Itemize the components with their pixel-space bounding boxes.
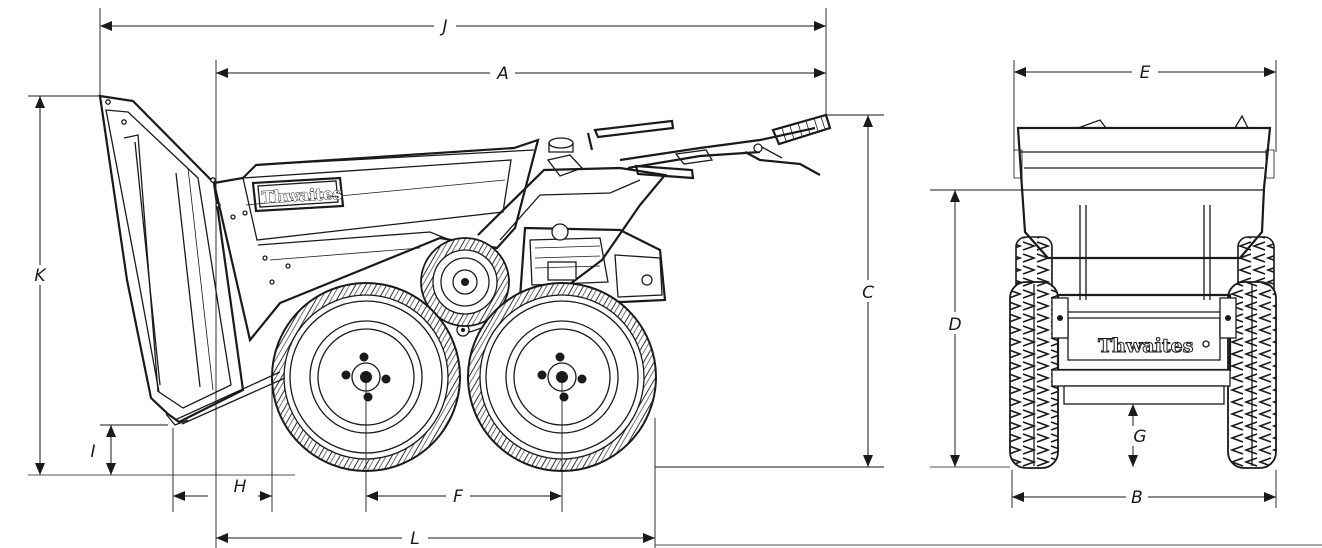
side-brand-logo: Thwaites	[261, 184, 342, 207]
tipping-strut	[174, 371, 281, 421]
dim-i: I	[90, 424, 168, 475]
skip-tipped	[98, 94, 245, 426]
dim-c: C	[655, 114, 884, 468]
label-i: I	[90, 442, 95, 462]
label-h: H	[234, 477, 247, 497]
dim-k: K	[28, 95, 100, 475]
dim-e: E	[1013, 60, 1277, 152]
dim-j: J	[99, 8, 827, 115]
front-frame: Thwaites	[1051, 293, 1237, 405]
label-a: A	[496, 64, 509, 84]
front-skip	[1013, 114, 1275, 300]
front-view: Thwaites	[930, 114, 1277, 469]
front-left-tyres	[1009, 236, 1059, 469]
rear-wheel-left	[271, 282, 461, 472]
dimension-lines: J A K I	[28, 8, 1322, 548]
dim-d: D	[930, 189, 1022, 467]
side-logo-plate: Thwaites	[251, 176, 345, 213]
label-j: J	[439, 17, 447, 37]
small-drive-wheel	[420, 237, 510, 327]
label-e: E	[1140, 63, 1151, 83]
dim-h: H	[172, 378, 273, 512]
label-d: D	[948, 315, 961, 335]
label-b: B	[1131, 488, 1143, 508]
dim-a: A	[215, 60, 826, 548]
front-brand-logo: Thwaites	[1098, 335, 1193, 357]
label-g: G	[1133, 427, 1146, 447]
label-c: C	[862, 283, 874, 303]
dim-f: F	[365, 380, 563, 512]
dim-b: B	[1011, 470, 1277, 508]
label-f: F	[453, 487, 463, 507]
front-right-tyres	[1227, 236, 1277, 469]
chassis-engine	[454, 113, 832, 337]
skip-body	[212, 138, 540, 343]
side-view: Thwaites	[28, 94, 832, 476]
dim-g: G	[1128, 404, 1147, 467]
label-k: K	[34, 266, 47, 286]
label-l: L	[410, 529, 419, 548]
dim-l: L	[216, 418, 1322, 548]
